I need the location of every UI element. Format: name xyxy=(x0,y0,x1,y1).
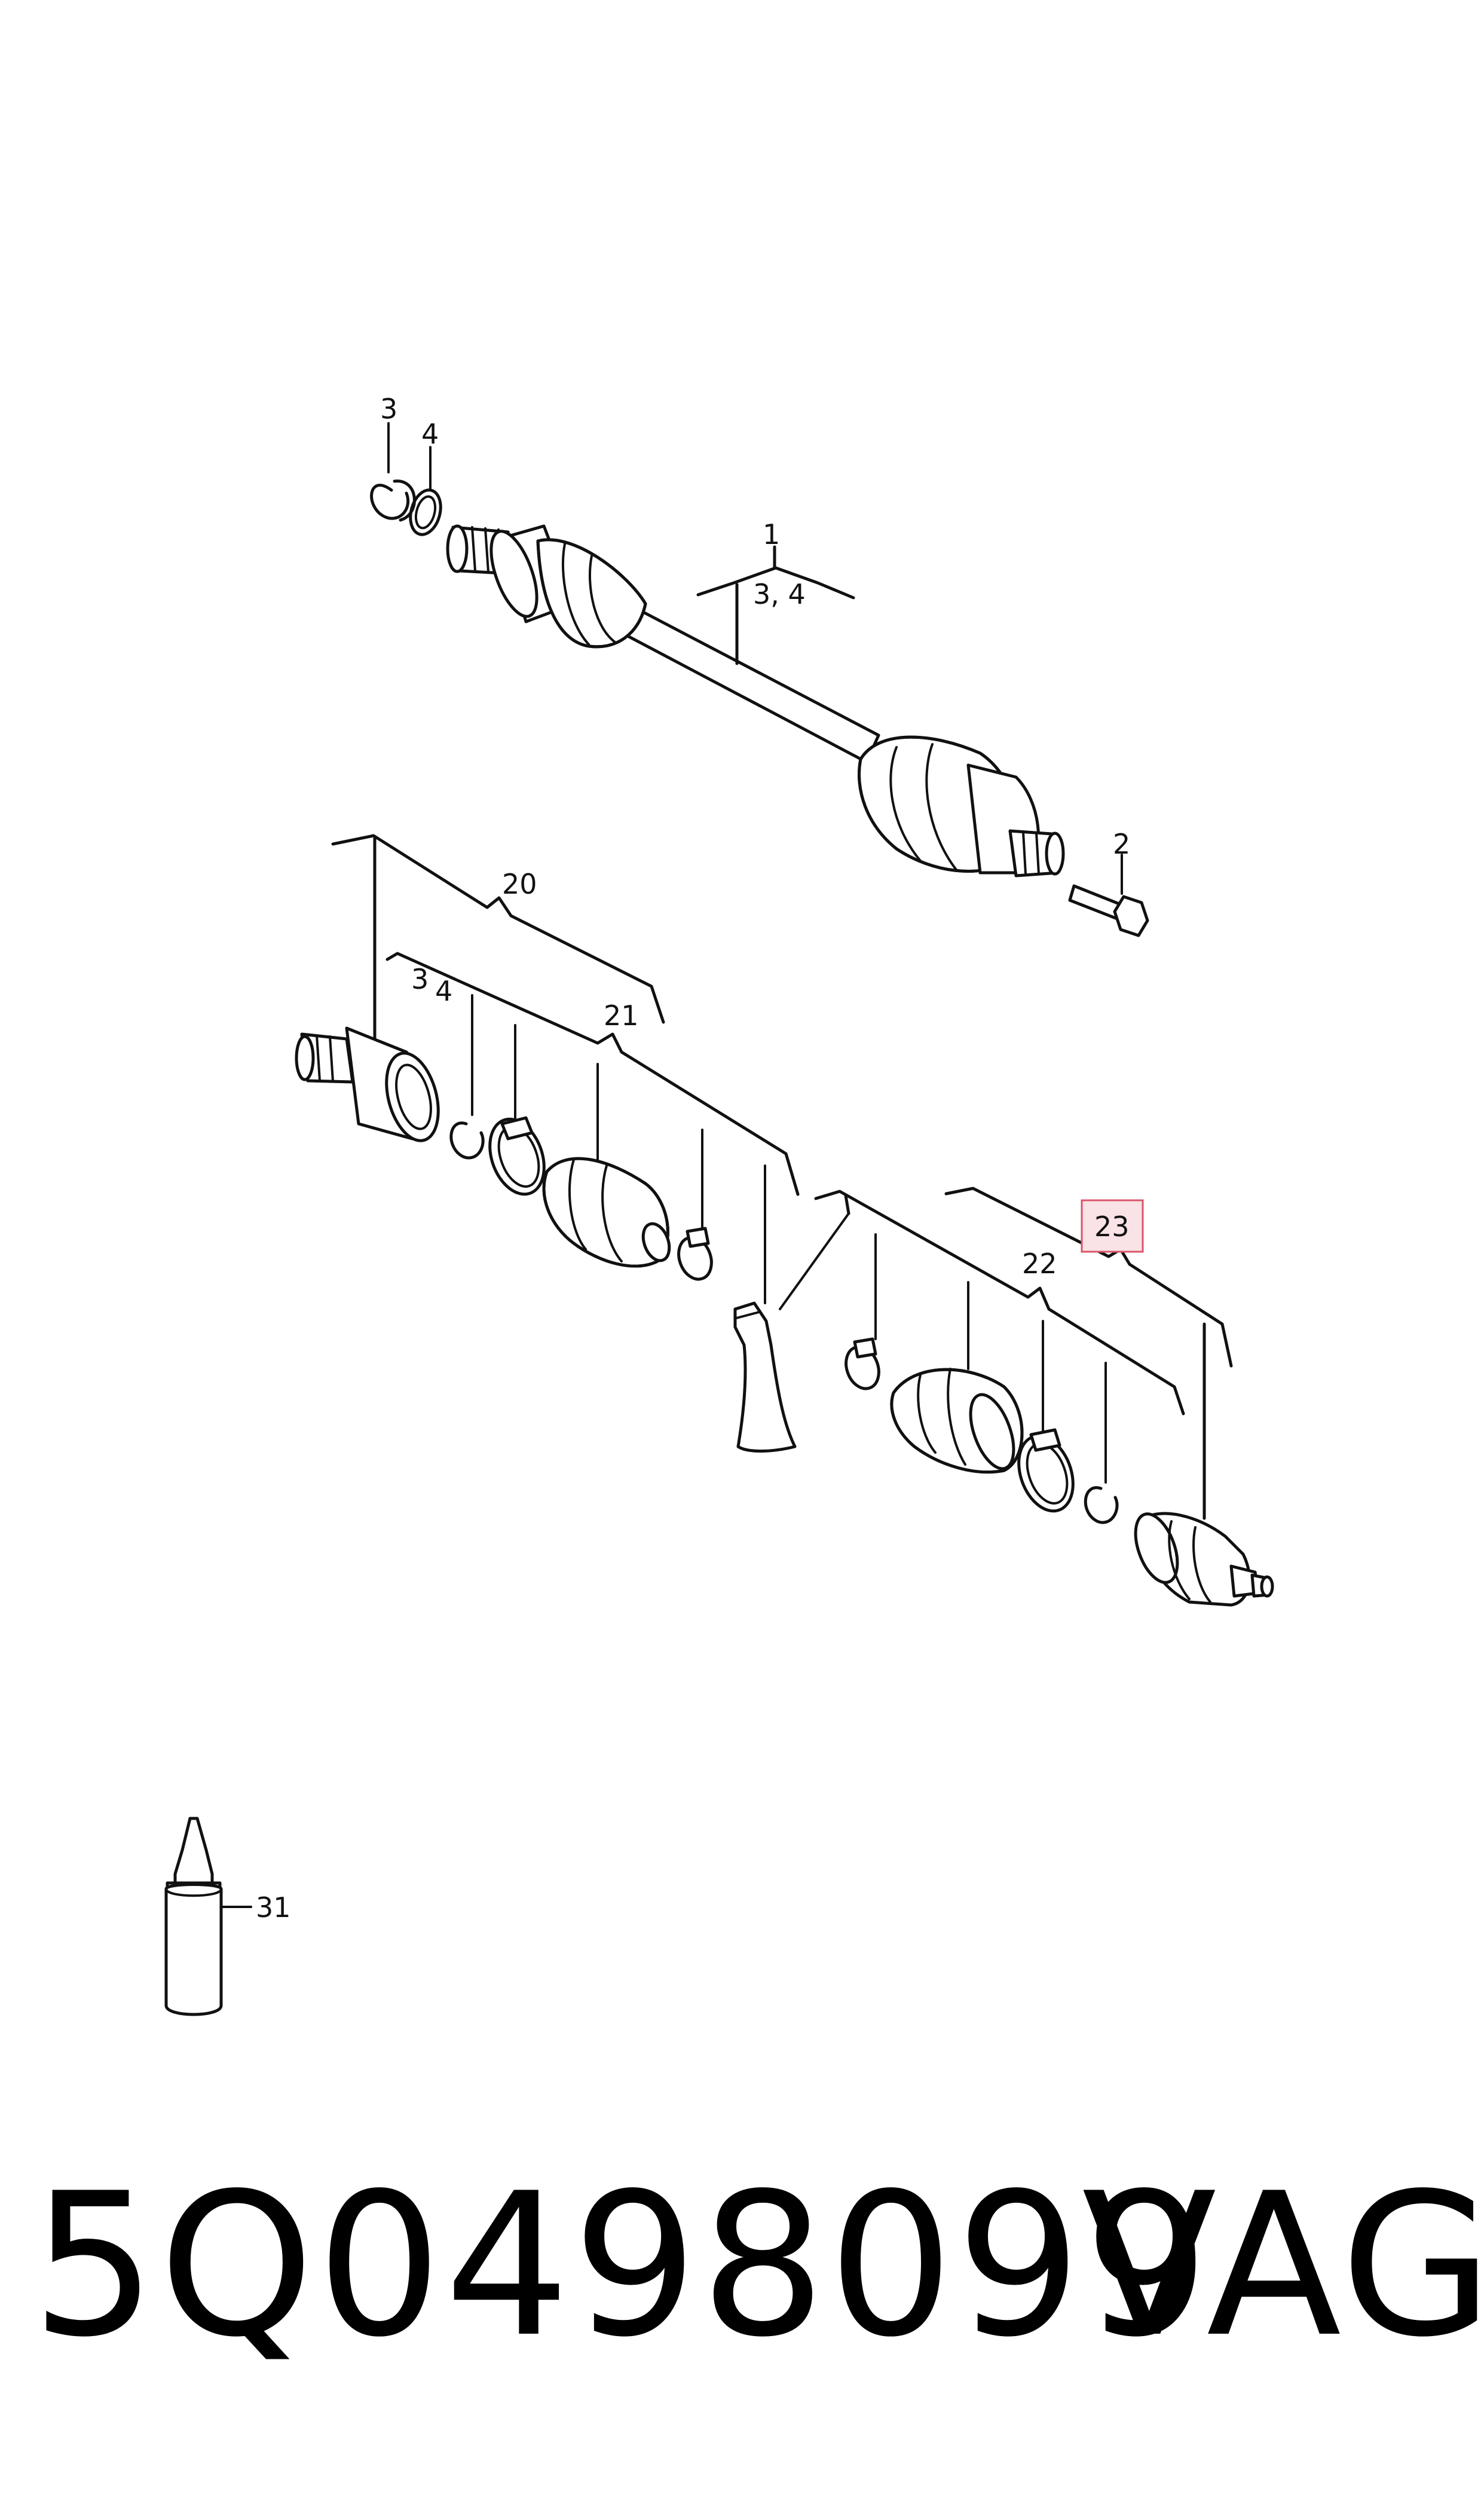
clamp-large-2 xyxy=(1017,1320,1075,1513)
callout-31: 31 xyxy=(256,1891,291,1924)
drive-shaft-assembly xyxy=(446,524,1065,878)
inner-boot xyxy=(542,1063,671,1268)
clamp-small-2 xyxy=(844,1233,880,1390)
circlip-ring-lower xyxy=(449,994,485,1160)
clamp-large-1 xyxy=(488,1024,546,1196)
sealant-bottle xyxy=(164,1817,252,2016)
circlip-ring-top xyxy=(370,422,416,522)
callout-20: 20 xyxy=(502,868,537,900)
callout-2: 2 xyxy=(1113,828,1130,860)
inner-cv-joint xyxy=(295,1026,440,1142)
callout-22: 22 xyxy=(1022,1248,1057,1280)
grease-tube xyxy=(733,1164,850,1453)
callout-4-lower: 4 xyxy=(435,975,452,1007)
circlip-ring-outer xyxy=(1084,1362,1119,1524)
callout-1: 1 xyxy=(763,518,780,551)
callout-23: 23 xyxy=(1094,1210,1130,1243)
outer-boot xyxy=(890,1281,1024,1474)
bracket-part-20 xyxy=(331,834,665,1048)
bracket-part-1 xyxy=(696,545,855,665)
part-number: 5Q0498099 xyxy=(31,2151,1212,2380)
bolt-part-2 xyxy=(1068,854,1149,937)
seal-ring-top xyxy=(409,446,442,536)
footer: 5Q0498099 VAG xyxy=(0,2140,1484,2391)
callout-21: 21 xyxy=(604,999,639,1032)
clamp-small-1 xyxy=(677,1129,713,1281)
callout-3-4: 3, 4 xyxy=(753,578,806,610)
brand-name: VAG xyxy=(1082,2151,1484,2380)
bracket-part-21 xyxy=(385,952,800,1196)
outer-cv-joint xyxy=(1134,1512,1274,1607)
callout-3-lower: 3 xyxy=(411,963,429,995)
bracket-part-22 xyxy=(814,1190,1185,1416)
callout-23-highlight xyxy=(1081,1199,1144,1253)
callout-3: 3 xyxy=(380,393,397,425)
callout-4: 4 xyxy=(421,418,439,450)
